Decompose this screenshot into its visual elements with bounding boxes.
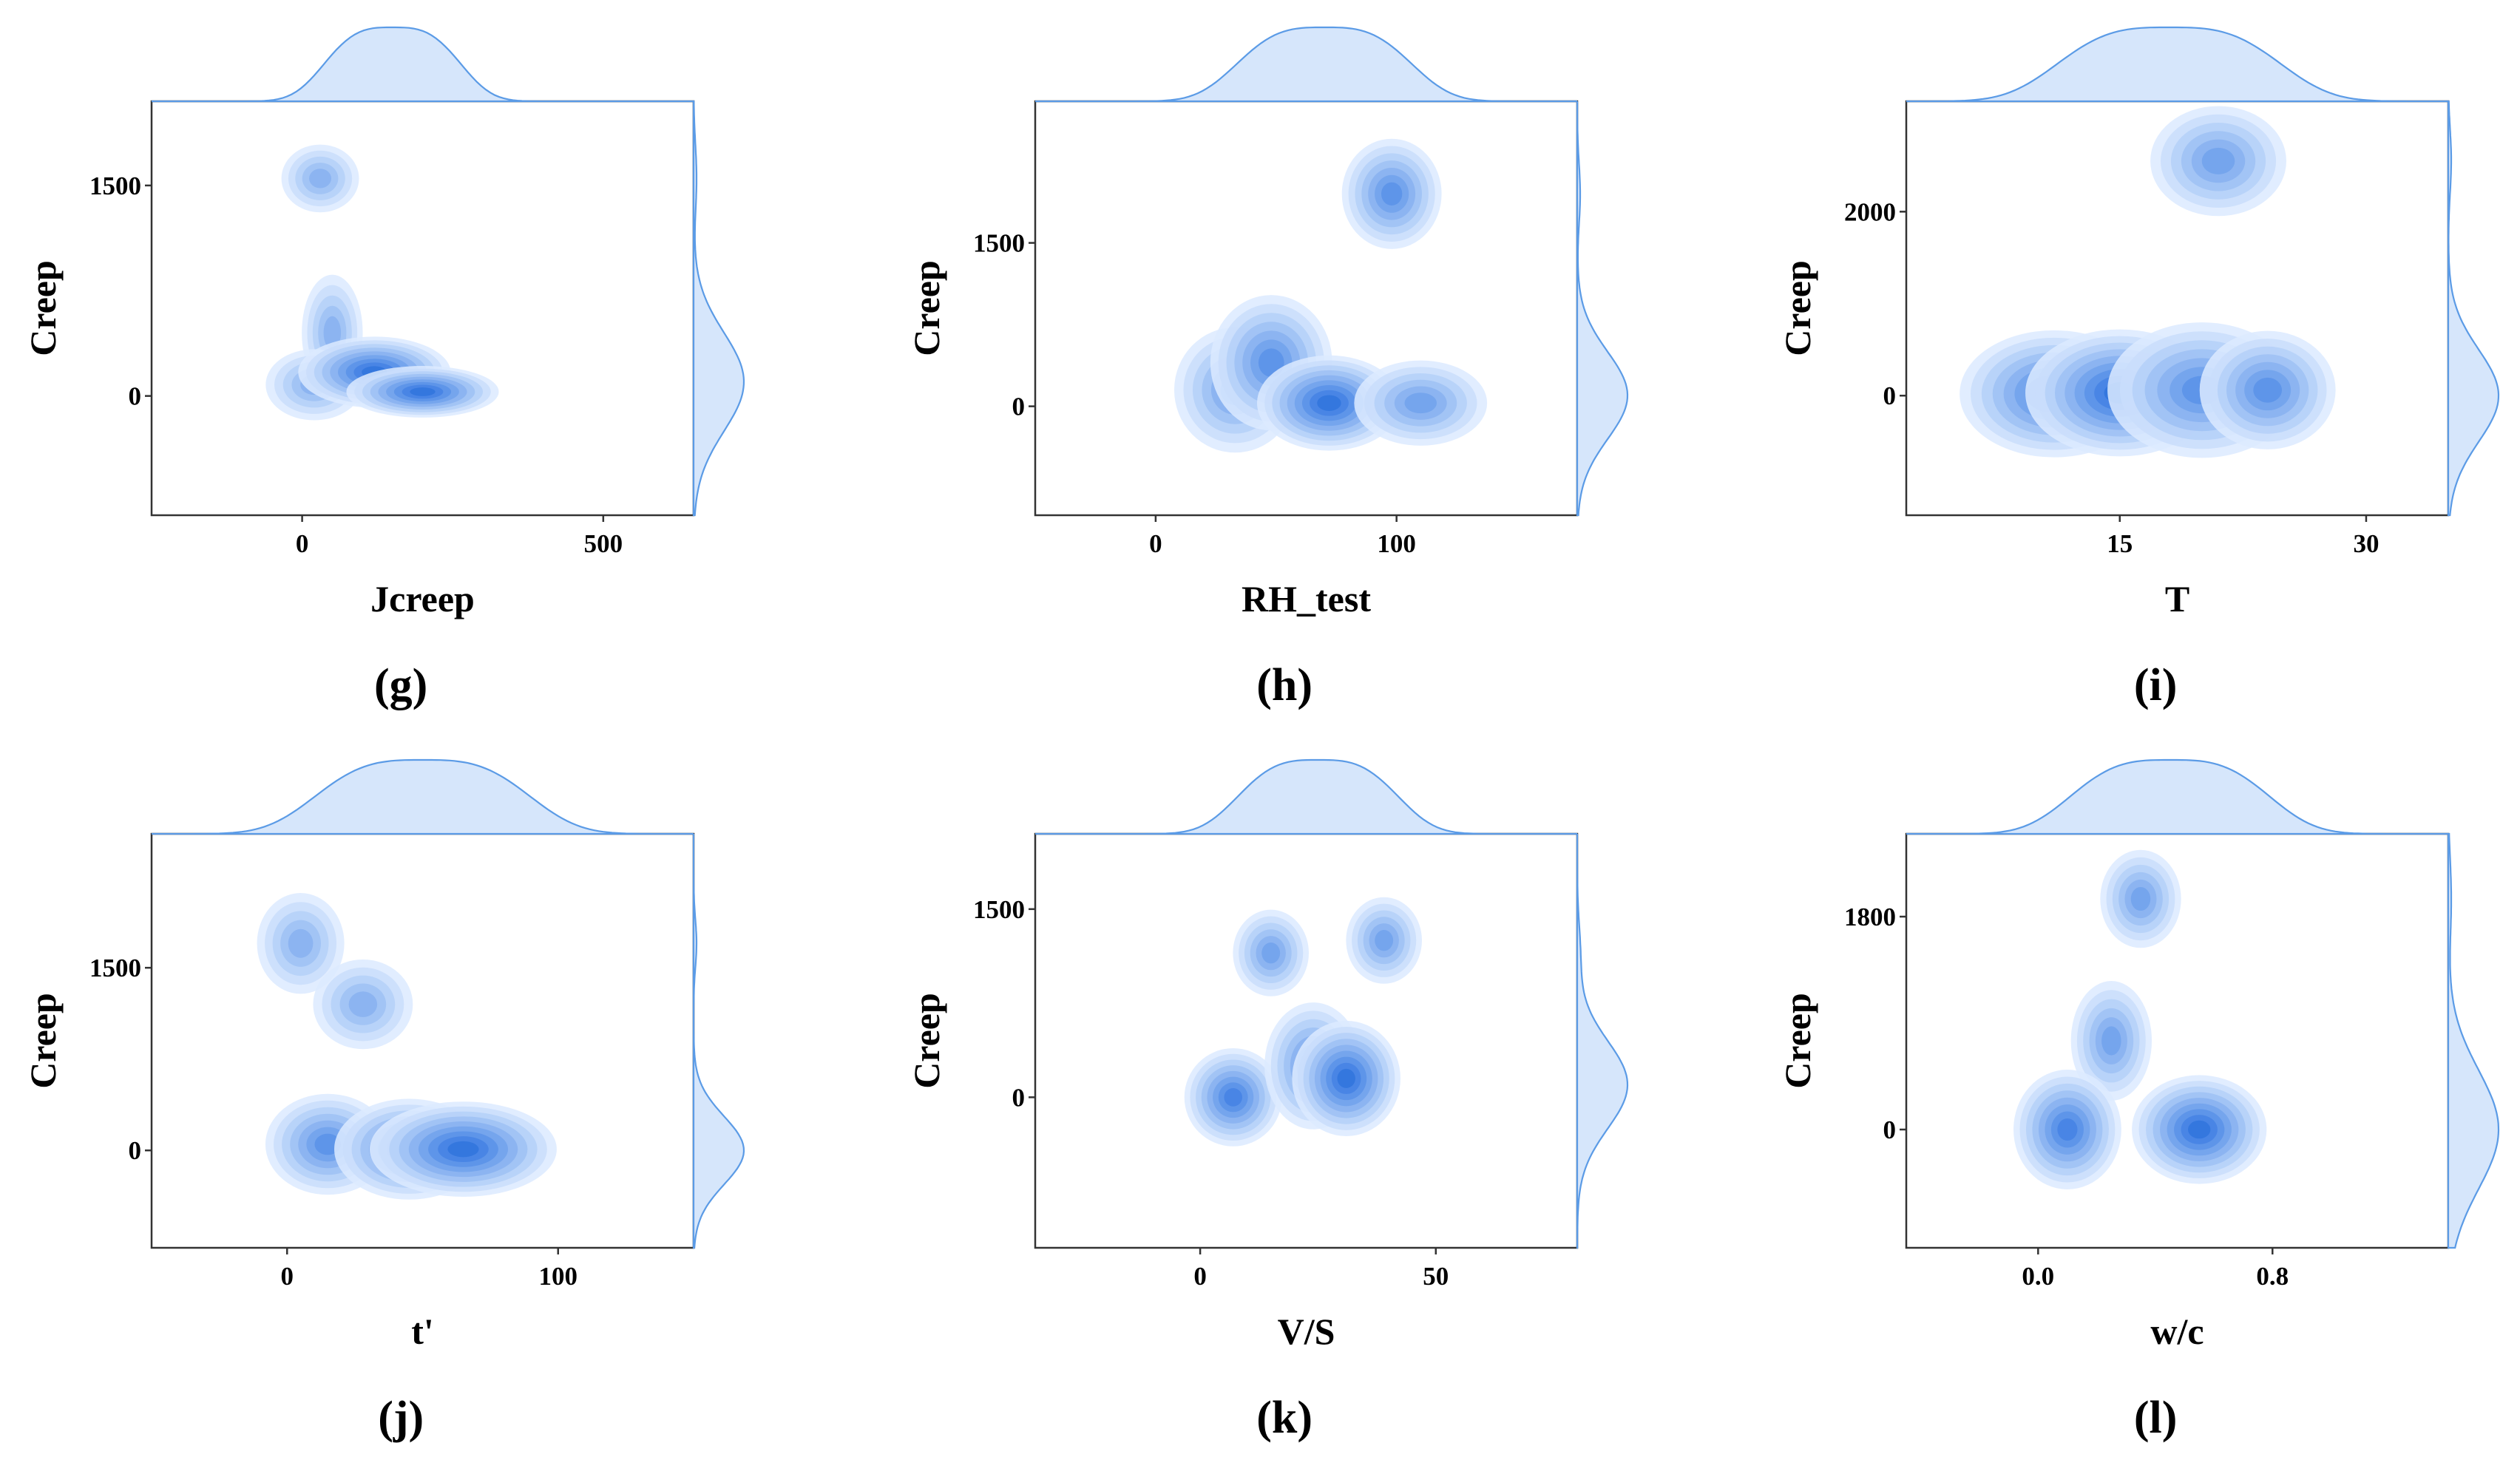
top-marginal-density [152, 26, 694, 103]
y-tick-label: 1500 [89, 171, 141, 200]
x-tick-label: 0 [296, 529, 309, 558]
y-axis-label: Creep [1777, 260, 1818, 356]
density-blob-0-level-4 [288, 928, 314, 958]
right-marginal-density [692, 834, 745, 1249]
y-tick-label: 1500 [89, 954, 141, 982]
x-tick-label: 100 [539, 1262, 578, 1291]
x-tick-label: 50 [1423, 1262, 1449, 1291]
x-axis-label: T [2165, 578, 2189, 619]
density-blob-4-level-6 [2253, 377, 2283, 403]
right-marginal-density [1576, 834, 1629, 1249]
panel-label: (i) [2134, 660, 2178, 710]
x-axis-label: t' [411, 1311, 434, 1352]
density-blob-0-level-5 [2201, 147, 2235, 174]
density-contours [1960, 106, 2336, 458]
density-blob-0-level-5 [1261, 943, 1281, 964]
density-blob-4-level-8 [1337, 1068, 1355, 1088]
right-marginal-density [1576, 101, 1629, 517]
density-blob-3-level-8 [1317, 395, 1341, 411]
density-contours [1173, 138, 1488, 453]
right-marginal-density [2447, 100, 2500, 517]
panel-label: (j) [378, 1393, 424, 1443]
density-blob-1-level-4 [348, 991, 378, 1017]
y-tick-label: 1500 [973, 895, 1025, 924]
panel-label: (h) [1256, 660, 1312, 710]
top-marginal-density [1906, 758, 2448, 835]
density-blob-0-level-4 [309, 169, 332, 189]
density-blob-1-level-5 [2101, 1026, 2121, 1056]
top-marginal-density [1035, 758, 1577, 835]
x-tick-label: 500 [584, 529, 623, 558]
y-axis-label: Creep [22, 260, 64, 356]
x-tick-label: 0 [281, 1262, 294, 1291]
x-tick-label: 0 [1149, 529, 1162, 558]
y-tick-label: 0 [1883, 381, 1897, 410]
density-blob-3-level-8 [2188, 1120, 2211, 1139]
density-blob-0-level-6 [1381, 182, 1403, 206]
density-blob-1-level-5 [1375, 930, 1394, 951]
panel-label: (g) [374, 660, 427, 710]
top-marginal-density [1906, 26, 2448, 103]
x-tick-label: 0 [1193, 1262, 1207, 1291]
y-tick-label: 0 [129, 382, 142, 411]
y-axis-label: Creep [22, 993, 64, 1089]
panel-label: (k) [1256, 1393, 1312, 1443]
density-contours [2013, 849, 2267, 1189]
x-tick-label: 15 [2107, 529, 2133, 558]
y-tick-label: 1500 [973, 229, 1025, 258]
x-tick-label: 100 [1377, 529, 1416, 558]
y-axis-label: Creep [1777, 993, 1818, 1089]
plot-frame [150, 100, 695, 517]
density-blob-4-level-5 [1404, 393, 1437, 414]
top-marginal-density [1035, 26, 1577, 103]
x-tick-label: 30 [2353, 529, 2379, 558]
y-tick-label: 2000 [1844, 197, 1896, 226]
x-axis-label: RH_test [1242, 578, 1371, 619]
density-blob-2-level-7 [2057, 1118, 2078, 1141]
x-axis-label: w/c [2150, 1311, 2204, 1352]
density-blob-4-level-8 [410, 387, 436, 396]
density-blob-0-level-5 [2130, 886, 2151, 911]
y-tick-label: 0 [1012, 1083, 1026, 1112]
density-contours [265, 144, 499, 421]
panel-3: 0 100 0 1500 t' Creep (j) [22, 758, 745, 1443]
right-marginal-density [692, 100, 745, 517]
y-axis-label: Creep [906, 260, 947, 356]
x-tick-label: 0.0 [2022, 1262, 2054, 1291]
density-blob-2-level-7 [1224, 1088, 1242, 1107]
x-tick-label: 0.8 [2256, 1262, 2289, 1291]
y-tick-label: 1800 [1844, 903, 1896, 931]
density-contours [257, 893, 557, 1200]
y-tick-label: 0 [1883, 1115, 1897, 1144]
x-axis-label: V/S [1278, 1311, 1335, 1352]
x-axis-label: Jcreep [370, 578, 475, 619]
panel-5: 0.0 0.8 0 1800 w/c Creep (l) [1777, 758, 2500, 1443]
top-marginal-density [152, 758, 694, 835]
y-tick-label: 0 [129, 1136, 142, 1165]
density-blob-4-level-8 [447, 1141, 479, 1158]
density-contours [1184, 897, 1422, 1147]
y-axis-label: Creep [906, 993, 947, 1089]
right-marginal-density [2447, 832, 2500, 1249]
panel-label: (l) [2134, 1393, 2178, 1443]
density-blob-1-level-4 [323, 316, 342, 350]
y-tick-label: 0 [1012, 393, 1026, 421]
